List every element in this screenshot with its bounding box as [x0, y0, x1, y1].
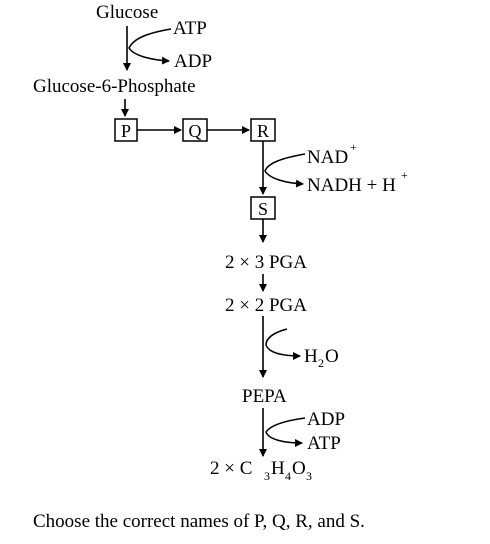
- pga2-label: 2 × 2 PGA: [225, 295, 307, 316]
- adp-in-label: ADP: [307, 409, 345, 430]
- nad-label: NAD: [307, 147, 348, 168]
- nadh-charge: +: [401, 168, 408, 182]
- box-q-label: Q: [189, 121, 202, 141]
- water-curve-arrow: [265, 328, 301, 360]
- nadh-label: NADH + H: [307, 175, 396, 196]
- product-h-sub: 4: [285, 469, 291, 483]
- atp-adp-curve-arrow: [128, 28, 172, 65]
- adp-atp-curve-arrow: [265, 417, 306, 447]
- question-text: Choose the correct names of P, Q, R, and…: [33, 511, 365, 532]
- product-o-sub: 3: [306, 469, 312, 483]
- water-h: H: [304, 346, 318, 367]
- pga3-label: 2 × 3 PGA: [225, 252, 307, 273]
- adp-out-label: ADP: [174, 51, 212, 72]
- product-prefix: 2 × C: [210, 458, 252, 479]
- water-o: O: [325, 346, 339, 367]
- g6p-label: Glucose-6-Phosphate: [33, 76, 196, 97]
- product-h: H: [271, 458, 285, 479]
- product-c-sub: 3: [264, 469, 270, 483]
- glucose-label: Glucose: [96, 2, 158, 23]
- box-p-label: P: [121, 121, 131, 141]
- nad-charge: +: [350, 140, 357, 154]
- product-o: O: [292, 458, 306, 479]
- box-s-label: S: [258, 199, 268, 219]
- pepa-label: PEPA: [242, 386, 287, 407]
- atp-out-label: ATP: [307, 433, 341, 454]
- box-r-label: R: [257, 121, 269, 141]
- atp-in-label: ATP: [173, 18, 207, 39]
- water-sub: 2: [318, 356, 324, 370]
- nad-curve-arrow: [264, 153, 306, 188]
